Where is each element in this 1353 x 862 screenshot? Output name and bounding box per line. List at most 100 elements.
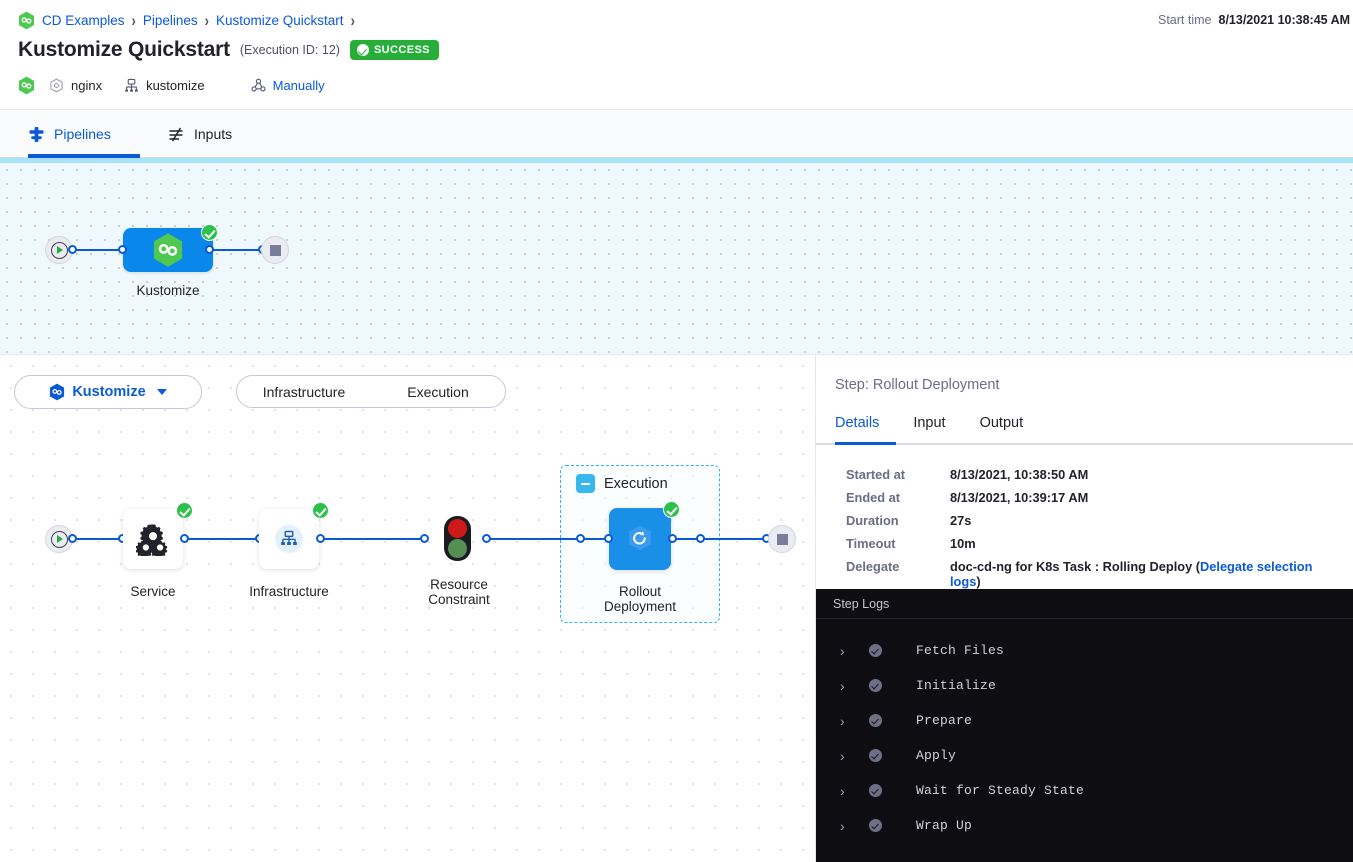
log-name: Wait for Steady State bbox=[916, 783, 1085, 798]
stage-section-tabs: Infrastructure Execution bbox=[236, 375, 506, 408]
start-time-value: 8/13/2021 10:38:45 AM bbox=[1218, 13, 1351, 27]
step-label-service: Service bbox=[130, 584, 176, 599]
step-success-badge-service bbox=[176, 502, 193, 519]
log-row-wait-for-steady-state[interactable]: › Wait for Steady State bbox=[816, 773, 1353, 808]
port-dot bbox=[420, 534, 429, 543]
tab-input[interactable]: Input bbox=[913, 415, 946, 431]
stage-selector-label: Kustomize bbox=[72, 384, 146, 400]
detail-key: Timeout bbox=[846, 536, 896, 551]
breadcrumb: CD Examples › Pipelines › Kustomize Quic… bbox=[18, 11, 355, 30]
step-success-badge-rollout bbox=[663, 501, 680, 518]
stage-selector[interactable]: Kustomize bbox=[14, 375, 202, 409]
detail-value: 8/13/2021, 10:39:17 AM bbox=[950, 490, 1089, 505]
execution-group-label: Execution bbox=[604, 475, 668, 492]
status-badge-label: SUCCESS bbox=[373, 44, 430, 56]
pipeline-stop-node[interactable] bbox=[261, 236, 289, 264]
stage-tab-execution[interactable]: Execution bbox=[407, 383, 469, 400]
tab-pipelines-label: Pipelines bbox=[54, 126, 111, 142]
harness-hex-icon bbox=[18, 11, 35, 30]
meta-infrastructure-label: kustomize bbox=[146, 78, 205, 93]
tab-inputs[interactable]: Inputs bbox=[168, 110, 232, 158]
breadcrumb-item-kustomize-quickstart[interactable]: Kustomize Quickstart bbox=[216, 13, 344, 28]
log-name: Prepare bbox=[916, 713, 973, 728]
delegate-selection-logs-link[interactable]: Delegate selection logs bbox=[950, 559, 1313, 589]
meta-service-label: nginx bbox=[71, 78, 103, 93]
delegate-text: doc-cd-ng for K8s Task : Rolling Deploy … bbox=[950, 559, 1201, 574]
tabs-divider bbox=[816, 443, 1353, 445]
chevron-right-icon[interactable]: › bbox=[840, 747, 845, 764]
trigger-icon bbox=[251, 78, 266, 92]
detail-row-duration: Duration 27s bbox=[846, 513, 1346, 528]
pipeline-overview-canvas[interactable]: Kustomize bbox=[0, 158, 1353, 354]
chevron-right-icon[interactable]: › bbox=[840, 817, 845, 834]
check-circle-icon bbox=[869, 784, 882, 797]
inputs-icon bbox=[169, 127, 183, 141]
step-node-resource-constraint[interactable] bbox=[444, 516, 471, 561]
execution-group-header: Execution bbox=[576, 474, 668, 493]
harness-hex-icon bbox=[50, 383, 65, 401]
detail-row-delegate: Delegate doc-cd-ng for K8s Task : Rollin… bbox=[846, 559, 1346, 589]
stage-node-kustomize[interactable] bbox=[123, 228, 213, 272]
tab-output[interactable]: Output bbox=[979, 415, 1024, 431]
traffic-light-red-icon bbox=[448, 519, 467, 538]
detail-value: 27s bbox=[950, 513, 972, 528]
tab-inputs-label: Inputs bbox=[194, 126, 233, 142]
log-row-wrap-up[interactable]: › Wrap Up bbox=[816, 808, 1353, 843]
chevron-right-icon[interactable]: › bbox=[840, 712, 845, 729]
meta-trigger[interactable]: Manually bbox=[251, 78, 325, 93]
chevron-right-icon[interactable]: › bbox=[840, 782, 845, 799]
rollout-refresh-icon bbox=[629, 525, 651, 551]
step-node-infrastructure[interactable] bbox=[259, 509, 319, 569]
check-circle-icon bbox=[356, 44, 369, 56]
execution-graph-canvas[interactable]: Execution bbox=[0, 354, 815, 862]
check-circle-icon bbox=[869, 679, 882, 692]
pipeline-icon bbox=[29, 126, 44, 142]
step-label-resource-constraint: Resource Constraint bbox=[428, 577, 490, 607]
tab-details[interactable]: Details bbox=[835, 415, 880, 431]
breadcrumb-item-cd-examples[interactable]: CD Examples bbox=[42, 13, 125, 28]
stage-node-label: Kustomize bbox=[136, 283, 200, 298]
step-success-badge-infrastructure bbox=[312, 502, 329, 519]
tab-active-indicator bbox=[28, 154, 140, 158]
breadcrumb-item-pipelines[interactable]: Pipelines bbox=[142, 13, 198, 28]
check-circle-icon bbox=[869, 644, 882, 657]
execution-start-node[interactable] bbox=[45, 525, 73, 553]
tab-pipelines[interactable]: Pipelines bbox=[28, 110, 111, 158]
minus-icon[interactable] bbox=[576, 474, 595, 493]
execution-id-label: (Execution ID: 12) bbox=[239, 43, 340, 57]
edge-service-to-infrastructure bbox=[188, 538, 260, 540]
step-node-rollout-deployment[interactable] bbox=[609, 508, 671, 570]
infrastructure-icon bbox=[125, 78, 138, 92]
start-time-label: Start time bbox=[1158, 13, 1212, 27]
step-node-service[interactable] bbox=[123, 509, 183, 569]
meta-trigger-label[interactable]: Manually bbox=[272, 78, 325, 93]
log-name: Fetch Files bbox=[916, 643, 1005, 658]
execution-stop-node[interactable] bbox=[768, 525, 796, 553]
detail-row-timeout: Timeout 10m bbox=[846, 536, 1346, 551]
edge-execution-to-stop bbox=[704, 538, 766, 540]
chevron-right-icon[interactable]: › bbox=[840, 642, 845, 659]
page-title: Kustomize Quickstart bbox=[18, 38, 230, 61]
detail-value: 8/13/2021, 10:38:50 AM bbox=[950, 467, 1089, 482]
detail-key: Delegate bbox=[846, 559, 900, 574]
traffic-light-green-icon bbox=[448, 539, 467, 558]
log-name: Wrap Up bbox=[916, 818, 973, 833]
stage-tab-infrastructure[interactable]: Infrastructure bbox=[262, 383, 346, 400]
edge-stage-to-stop bbox=[212, 249, 262, 251]
log-row-prepare[interactable]: › Prepare bbox=[816, 703, 1353, 738]
detail-row-started-at: Started at 8/13/2021, 10:38:50 AM bbox=[846, 467, 1346, 482]
log-name: Apply bbox=[916, 748, 957, 763]
chevron-right-icon[interactable]: › bbox=[840, 677, 845, 694]
log-row-apply[interactable]: › Apply bbox=[816, 738, 1353, 773]
breadcrumb-separator: › bbox=[131, 11, 136, 30]
stop-icon bbox=[269, 244, 281, 256]
play-icon bbox=[50, 530, 68, 548]
delegate-text-suffix: ) bbox=[976, 574, 981, 589]
port-dot bbox=[118, 245, 127, 254]
chevron-down-icon bbox=[156, 389, 167, 395]
step-logs-panel: Step Logs › Fetch Files › Initialize › P… bbox=[816, 589, 1353, 862]
log-row-fetch-files[interactable]: › Fetch Files bbox=[816, 633, 1353, 668]
step-logs-list: › Fetch Files › Initialize › Prepare › A… bbox=[816, 633, 1353, 843]
breadcrumb-separator: › bbox=[350, 11, 355, 30]
log-row-initialize[interactable]: › Initialize bbox=[816, 668, 1353, 703]
